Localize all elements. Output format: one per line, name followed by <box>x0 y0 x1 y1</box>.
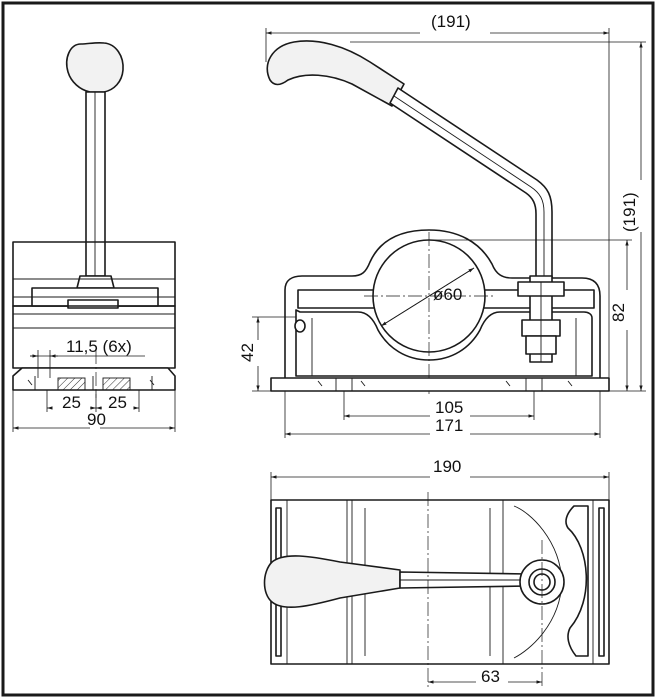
side-lever-grip <box>266 40 405 107</box>
side-view: ø60 (191) (191) 82 <box>238 12 646 438</box>
front-slot-right <box>102 377 131 391</box>
bore-diameter-label: ø60 <box>433 285 462 304</box>
front-width-dimension: 90 <box>87 410 106 429</box>
front-slot-left <box>57 377 86 391</box>
hole-spacing-dimension: 105 <box>435 398 463 417</box>
front-base-plate <box>12 367 176 391</box>
hole-callout-label: 11,5 (6x) <box>66 337 132 356</box>
pivot-offset-dimension: 63 <box>481 667 500 686</box>
top-view: 190 63 <box>263 457 610 688</box>
clamp-height-dimension: 82 <box>609 303 628 322</box>
side-overall-width-dimension: (191) <box>431 12 471 31</box>
base-length-dimension: 171 <box>435 416 463 435</box>
front-handle-rod <box>85 91 106 277</box>
top-cam-plate <box>565 505 589 657</box>
top-length-dimension: 190 <box>433 457 461 476</box>
front-view: 11,5 (6x) 25 25 90 <box>12 41 176 432</box>
base-height-dimension: 42 <box>238 343 257 362</box>
side-base-plate <box>270 377 610 392</box>
slot-right-dimension: 25 <box>108 393 127 412</box>
top-lever-grip <box>263 555 401 608</box>
side-overall-height-dimension: (191) <box>620 192 639 232</box>
slot-left-dimension: 25 <box>62 393 81 412</box>
front-handle-knob <box>65 41 124 93</box>
